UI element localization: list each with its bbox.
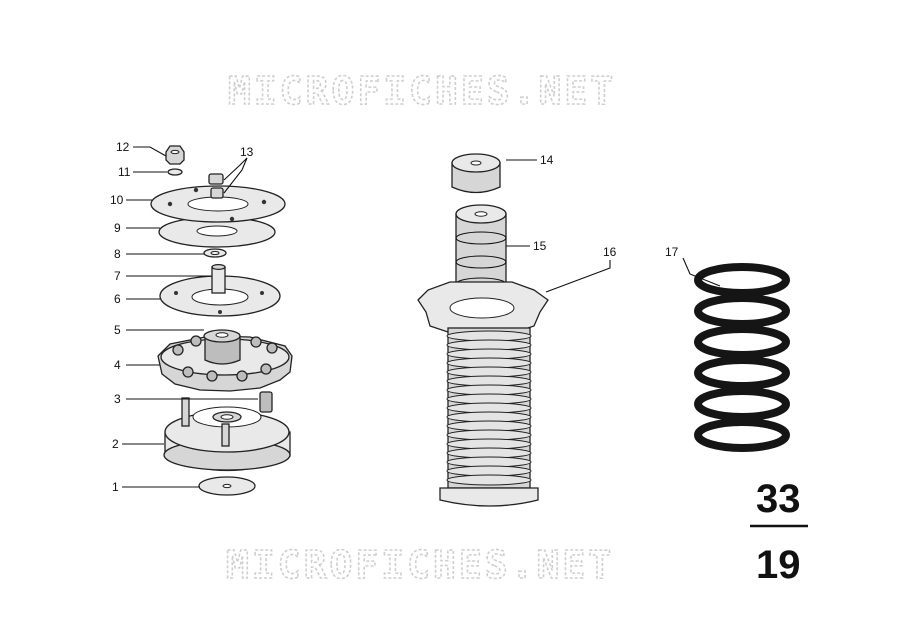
part-13-nuts — [208, 173, 224, 199]
group-number: 33 — [756, 477, 801, 521]
part-1-washer — [198, 476, 256, 496]
part-8-washer — [203, 248, 227, 258]
part-labels: 1 2 3 4 5 6 7 8 9 10 11 12 13 14 15 16 1… — [110, 140, 679, 494]
strut-mount-exploded-view — [122, 145, 293, 496]
label-10: 10 — [110, 193, 124, 207]
part-4-rubber-mount — [157, 329, 293, 392]
watermark-top: MICROFICHES.NET — [228, 69, 616, 113]
part-17-coil-spring — [682, 257, 790, 452]
page-number: 19 — [756, 543, 801, 587]
part-7-sleeve — [211, 263, 226, 294]
label-1: 1 — [112, 480, 119, 494]
label-6: 6 — [114, 292, 121, 306]
label-12: 12 — [116, 140, 130, 154]
label-5: 5 — [114, 323, 121, 337]
part-2-base-plate — [163, 391, 291, 472]
part-12-nut — [165, 145, 185, 165]
part-9-plate — [158, 216, 276, 248]
part-14-bump-stop — [451, 153, 501, 194]
label-4: 4 — [114, 358, 121, 372]
label-17: 17 — [665, 245, 679, 259]
label-13: 13 — [240, 145, 254, 159]
label-14: 14 — [540, 153, 554, 167]
label-9: 9 — [114, 221, 121, 235]
label-15: 15 — [533, 239, 547, 253]
part-6-gasket — [159, 275, 281, 317]
watermark-bottom: MICROFICHES.NET — [226, 543, 614, 587]
part-10-top-plate — [150, 185, 286, 223]
dust-boot — [439, 327, 539, 507]
page-number-block: 33 19 — [750, 477, 808, 587]
part-11-washer — [167, 168, 183, 176]
label-8: 8 — [114, 247, 121, 261]
bump-stop-and-boot — [417, 153, 611, 507]
part-16-collar — [417, 281, 549, 335]
label-2: 2 — [112, 437, 119, 451]
label-3: 3 — [114, 392, 121, 406]
label-16: 16 — [603, 245, 617, 259]
label-11: 11 — [118, 165, 131, 179]
label-7: 7 — [114, 269, 121, 283]
